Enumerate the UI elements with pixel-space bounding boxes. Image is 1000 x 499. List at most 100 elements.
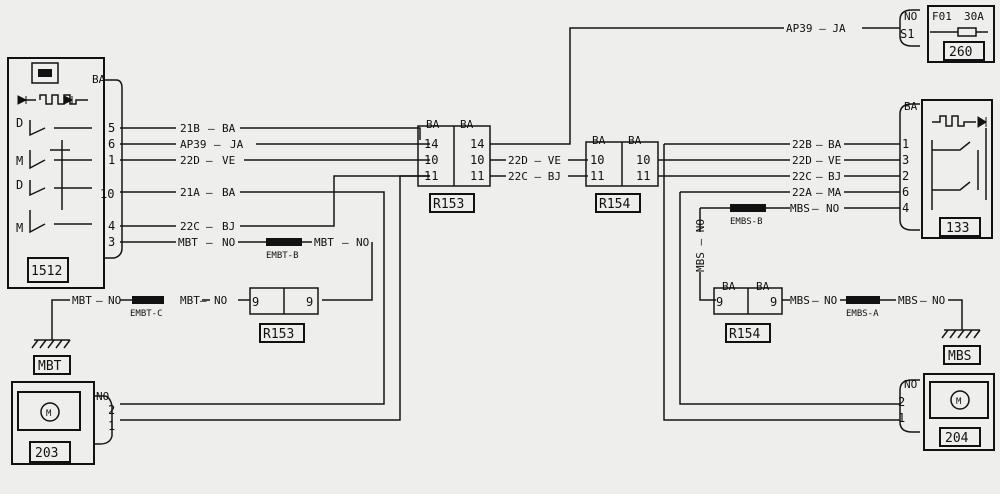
wire-22b-color: BA <box>828 138 842 151</box>
component-260-tag: NO <box>904 10 917 23</box>
fuse-rating: 30A <box>964 10 984 23</box>
r154-main-label-box <box>595 193 641 213</box>
connector-r154-main: BA BA 10 11 10 11 R154 <box>585 134 659 213</box>
wire-mbs-right-dash: — <box>920 294 927 307</box>
r153-tag-l: BA <box>426 118 440 131</box>
component-204-tag: NO <box>904 378 917 391</box>
wire-203-pin1 <box>120 175 430 421</box>
wire-22d-right-dash: — <box>816 154 823 167</box>
c203-pin-1: 1 <box>108 419 115 433</box>
switch-label-m2: M <box>16 221 23 235</box>
wire-mbs-top-dash: — <box>812 202 819 215</box>
r153-pin-r-14: 14 <box>470 137 484 151</box>
wires-r153-r154: AP39 — JA 22D — VE 22C — BJ <box>490 22 900 183</box>
component-1512-label: 1512 <box>31 264 62 279</box>
splice-embt-b-label: EMBT-B <box>266 251 299 261</box>
r154-pin-l-11: 11 <box>590 169 604 183</box>
wire-22c-right-color: BJ <box>828 170 841 183</box>
splice-embs-a-label: EMBS-A <box>846 309 879 319</box>
r153-pin-r-10: 10 <box>470 153 484 167</box>
wire-22a-dash: — <box>816 186 823 199</box>
diode-133-icon <box>977 116 987 128</box>
wire-mbt-right-dash: — <box>342 236 349 249</box>
c204-pin-2: 2 <box>898 395 905 409</box>
heater-element-icon <box>22 94 88 105</box>
c1512-pin-6: 6 <box>108 137 115 151</box>
component-260-label-box <box>943 41 985 61</box>
component-204: NO 2 1 M 204 <box>898 373 995 451</box>
ground-mbt-label: MBT <box>38 359 62 374</box>
r153-ground-pin-r: 9 <box>306 295 313 309</box>
wire-22a <box>679 191 900 405</box>
wire-ap39-color: JA <box>230 138 244 151</box>
component-1512-box <box>7 57 105 289</box>
window-icon-glass <box>38 69 52 77</box>
wire-mbs-right-color: NO <box>932 294 945 307</box>
switch-contacts-icon <box>29 120 92 234</box>
switch-label-m1: M <box>16 154 23 168</box>
wire-mbt-ground <box>51 299 250 340</box>
wire-22b-dash: — <box>816 138 823 151</box>
wire-22a-label: 22A <box>792 186 812 199</box>
wire-22d-dash: — <box>206 154 213 167</box>
wire-mbt-left-dash: — <box>96 294 103 307</box>
wire-22c-right-dash: — <box>816 170 823 183</box>
wire-mbt-left-color: NO <box>108 294 121 307</box>
wire-mbt-ground-nolabel: NO <box>214 294 227 307</box>
r153-pin-r-11: 11 <box>470 169 484 183</box>
c1512-pin-3: 3 <box>108 235 115 249</box>
heater-element-133-icon <box>932 115 976 127</box>
component-204-inner <box>929 381 989 419</box>
r154-pin-r-11: 11 <box>636 169 650 183</box>
wire-mbt-top-label: MBT <box>178 236 198 249</box>
splice-embt-c-label: EMBT-C <box>130 309 163 319</box>
component-133-label: 133 <box>946 221 969 236</box>
motor-icon-204 <box>950 390 970 410</box>
r154-ground-label: R154 <box>729 327 760 342</box>
splice-embs-b-label: EMBS-B <box>730 217 763 227</box>
wire-mbs-ground <box>782 299 963 330</box>
wire-22d-mid-label: 22D — VE <box>508 154 561 167</box>
c133-pin-4: 4 <box>902 201 909 215</box>
component-133-tag: BA <box>904 100 918 113</box>
component-260-bracket <box>899 9 920 47</box>
r154-tag-r: BA <box>628 134 642 147</box>
r154-ground-body <box>713 287 783 315</box>
component-133-label-box <box>939 217 981 237</box>
wire-204-pin1 <box>663 144 900 421</box>
wire-22c-right-label: 22C <box>792 170 812 183</box>
motor-icon-203 <box>40 402 60 422</box>
r154-main-label: R154 <box>599 197 630 212</box>
c1512-pin-4: 4 <box>108 219 115 233</box>
wire-ap39-dash: — <box>214 138 221 151</box>
component-1512: 1512 D M D M BA 5 6 1 10 4 3 <box>7 57 123 289</box>
r154-pin-r-10: 10 <box>636 153 650 167</box>
wire-21a-color: BA <box>222 186 236 199</box>
ground-mbt-label-box <box>33 355 71 375</box>
r153-ground-label-box <box>259 323 305 343</box>
component-203: M 203 NO 2 1 <box>11 175 430 465</box>
wires-r154-133: 22B — BA 22D — VE 22C — BJ 22A — MA EMBS… <box>658 138 900 421</box>
wire-mbs-ground-color: NO <box>824 294 837 307</box>
motor-icon-203-m: M <box>46 409 52 419</box>
r153-pin-l-14: 14 <box>424 137 438 151</box>
splice-embs-a <box>846 296 880 304</box>
wire-21a-dash: — <box>206 186 213 199</box>
fuse-icon <box>957 27 977 37</box>
splice-embt-b <box>266 238 302 246</box>
window-icon <box>31 62 59 84</box>
c1512-pin-5: 5 <box>108 121 115 135</box>
component-260: NO S1 F01 30A 260 <box>899 5 995 63</box>
wire-mbt-top-color: NO <box>222 236 235 249</box>
r154-ground-pin-l: 9 <box>716 295 723 309</box>
r153-main-body <box>417 125 491 187</box>
r153-pin-l-10: 10 <box>424 153 438 167</box>
ground-mbt-symbol <box>31 339 71 349</box>
wire-22d-label: 22D <box>180 154 200 167</box>
c203-pin-2: 2 <box>108 403 115 417</box>
connector-r153-main: BA BA 14 10 11 14 10 11 R153 <box>417 118 491 213</box>
r154-main-body <box>585 141 659 187</box>
wire-22c-color: BJ <box>222 220 235 233</box>
ground-mbs-label-box <box>943 345 981 365</box>
